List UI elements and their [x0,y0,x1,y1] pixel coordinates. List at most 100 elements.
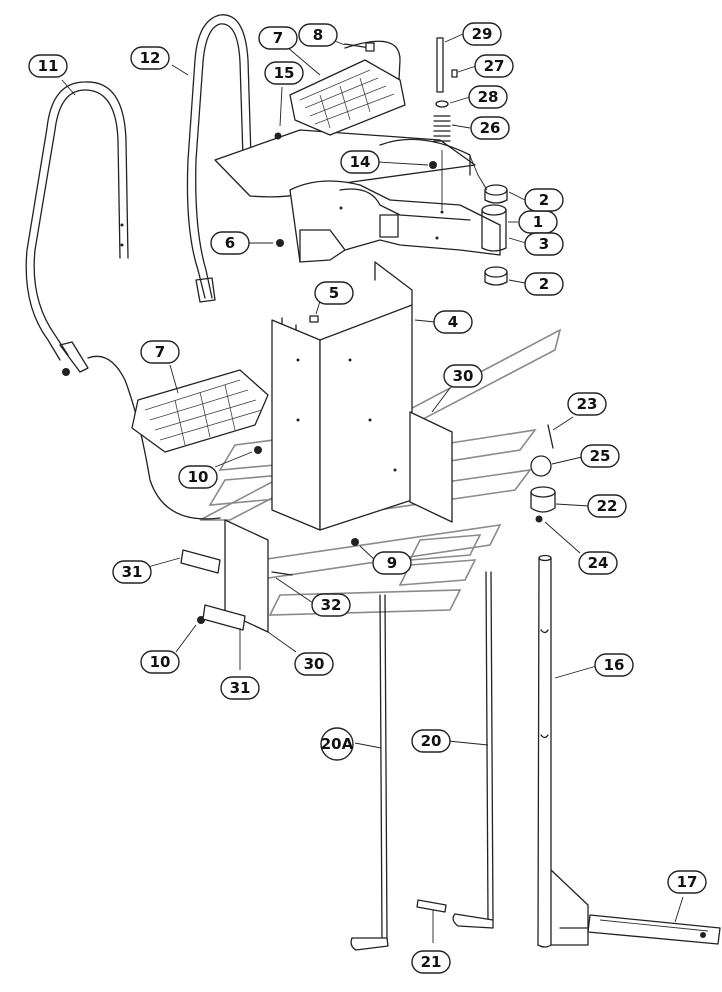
callout-31: 31 [112,560,152,584]
callout-7: 7 [258,26,298,50]
callout-bubble [140,650,180,674]
callout-label: 17 [677,873,698,891]
main-bracket [289,138,501,263]
callout-label: 22 [597,497,618,515]
callout-label: 25 [590,447,611,465]
callout-bubble [298,23,338,47]
callout-label: 3 [539,235,549,253]
callout-label: 6 [225,234,235,252]
callout-label: 29 [472,25,493,43]
callout-bubble [140,340,180,364]
callout-31: 31 [220,676,260,700]
callout-bubble [462,22,502,46]
callout-24: 24 [578,551,618,575]
callout-label: 7 [155,343,165,361]
callout-20: 20 [411,729,451,753]
callout-27: 27 [474,54,514,78]
callout-bubble [524,188,564,212]
callout-28: 28 [468,85,508,109]
callout-label: 28 [478,88,499,106]
callout-label: 30 [304,655,325,673]
callout-bubble [130,46,170,70]
hardware [197,42,437,624]
callout-12: 12 [130,46,170,70]
short-rod [416,899,447,913]
callout-label: 32 [321,596,342,614]
callout-label: 31 [122,563,143,581]
callout-bubble [311,593,351,617]
pivot-tube [481,184,508,286]
callout-label: 27 [484,57,505,75]
callout-32: 32 [311,593,351,617]
callout-bubble [594,653,634,677]
callout-label: 31 [230,679,251,697]
callout-10: 10 [178,465,218,489]
callout-29: 29 [462,22,502,46]
callout-bubble [433,310,473,334]
callout-label: 12 [140,49,161,67]
strip-upper [180,549,221,574]
callout-bubble [470,116,510,140]
callout-26: 26 [470,116,510,140]
callout-bubble [474,54,514,78]
callout-bubble [28,54,68,78]
callout-23: 23 [567,392,607,416]
callout-bubble [411,950,451,974]
callout-bubble [220,676,260,700]
callout-label: 10 [188,468,209,486]
rod-20a [350,594,389,951]
callout-label: 16 [604,656,625,674]
lower-step [131,369,269,453]
callout-30: 30 [443,364,483,388]
callout-label: 7 [273,29,283,47]
callout-8: 8 [298,23,338,47]
callout-10: 10 [140,650,180,674]
callout-label: 4 [448,313,458,331]
callout-label: 21 [421,953,442,971]
mount-plate-upper [409,411,453,523]
callout-bubble [112,560,152,584]
callout-2: 2 [524,188,564,212]
callout-label: 23 [577,395,598,413]
callout-4: 4 [433,310,473,334]
handrail-left [25,81,129,376]
strip-lower [202,604,246,631]
callout-label: 9 [387,554,397,572]
callout-bubble [667,870,707,894]
callout-label: 20A [321,735,354,753]
callout-bubble [443,364,483,388]
side-bar [587,914,721,945]
callout-bubble [578,551,618,575]
callout-5: 5 [314,281,354,305]
callout-label: 15 [274,64,295,82]
callout-7: 7 [140,340,180,364]
callout-bubble [258,26,298,50]
callout-bubble [468,85,508,109]
callout-label: 1 [533,213,543,231]
callout-bubble [372,551,412,575]
callout-6: 6 [210,231,250,255]
callout-label: 26 [480,119,501,137]
callout-bubble [264,61,304,85]
callout-label: 2 [539,191,549,209]
callout-label: 14 [350,153,371,171]
cable-top [344,40,401,101]
post [537,554,589,948]
upper-step-plate [214,59,476,198]
handrail-right [186,14,253,303]
callout-11: 11 [28,54,68,78]
callout-label: 30 [453,367,474,385]
callout-20A: 20A [320,727,354,761]
callout-bubble [587,494,627,518]
vertical-channel [271,261,413,531]
callout-16: 16 [594,653,634,677]
callout-bubble [314,281,354,305]
callout-9: 9 [372,551,412,575]
callout-14: 14 [340,150,380,174]
top-cap-parts [530,424,556,523]
callout-label: 8 [313,26,323,44]
callout-label: 24 [588,554,609,572]
callout-21: 21 [411,950,451,974]
